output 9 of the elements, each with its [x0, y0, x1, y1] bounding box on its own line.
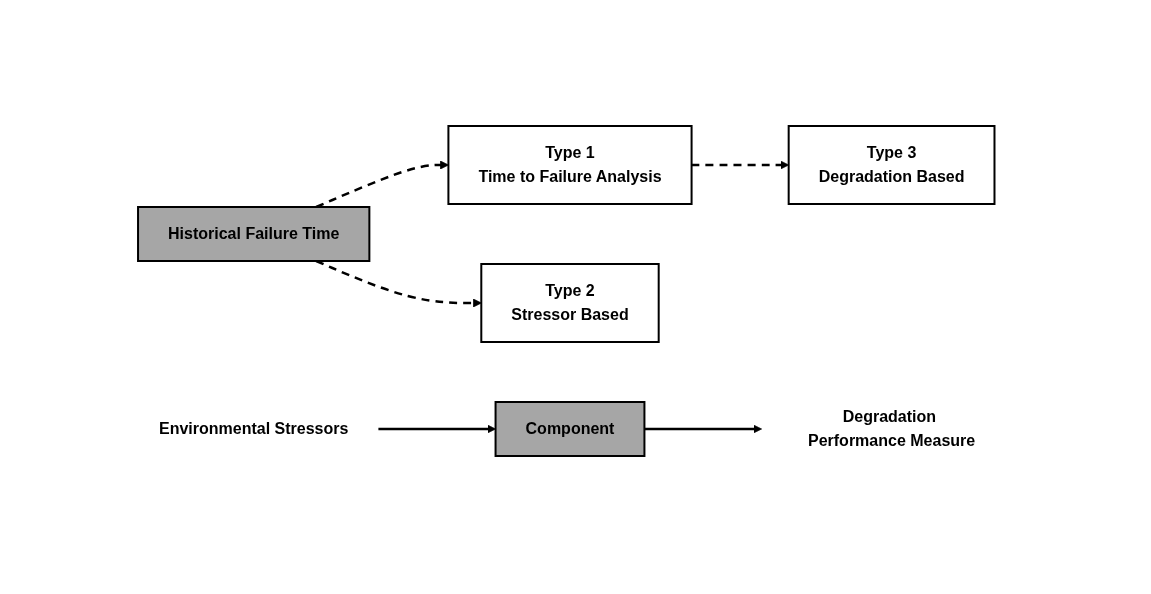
node-box: Type 3 Degradation Based	[787, 125, 996, 205]
arrow	[644, 424, 763, 434]
node-text: Degradation Performance Measure	[808, 408, 976, 449]
node-box: Type 1 Time to Failure Analysis	[447, 125, 693, 205]
node-box: Component	[494, 401, 646, 457]
node-box: Type 2 Stressor Based	[480, 263, 660, 343]
node-text: Environmental Stressors	[159, 420, 349, 437]
node-box: Historical Failure Time	[137, 206, 371, 262]
arrow	[315, 160, 449, 209]
